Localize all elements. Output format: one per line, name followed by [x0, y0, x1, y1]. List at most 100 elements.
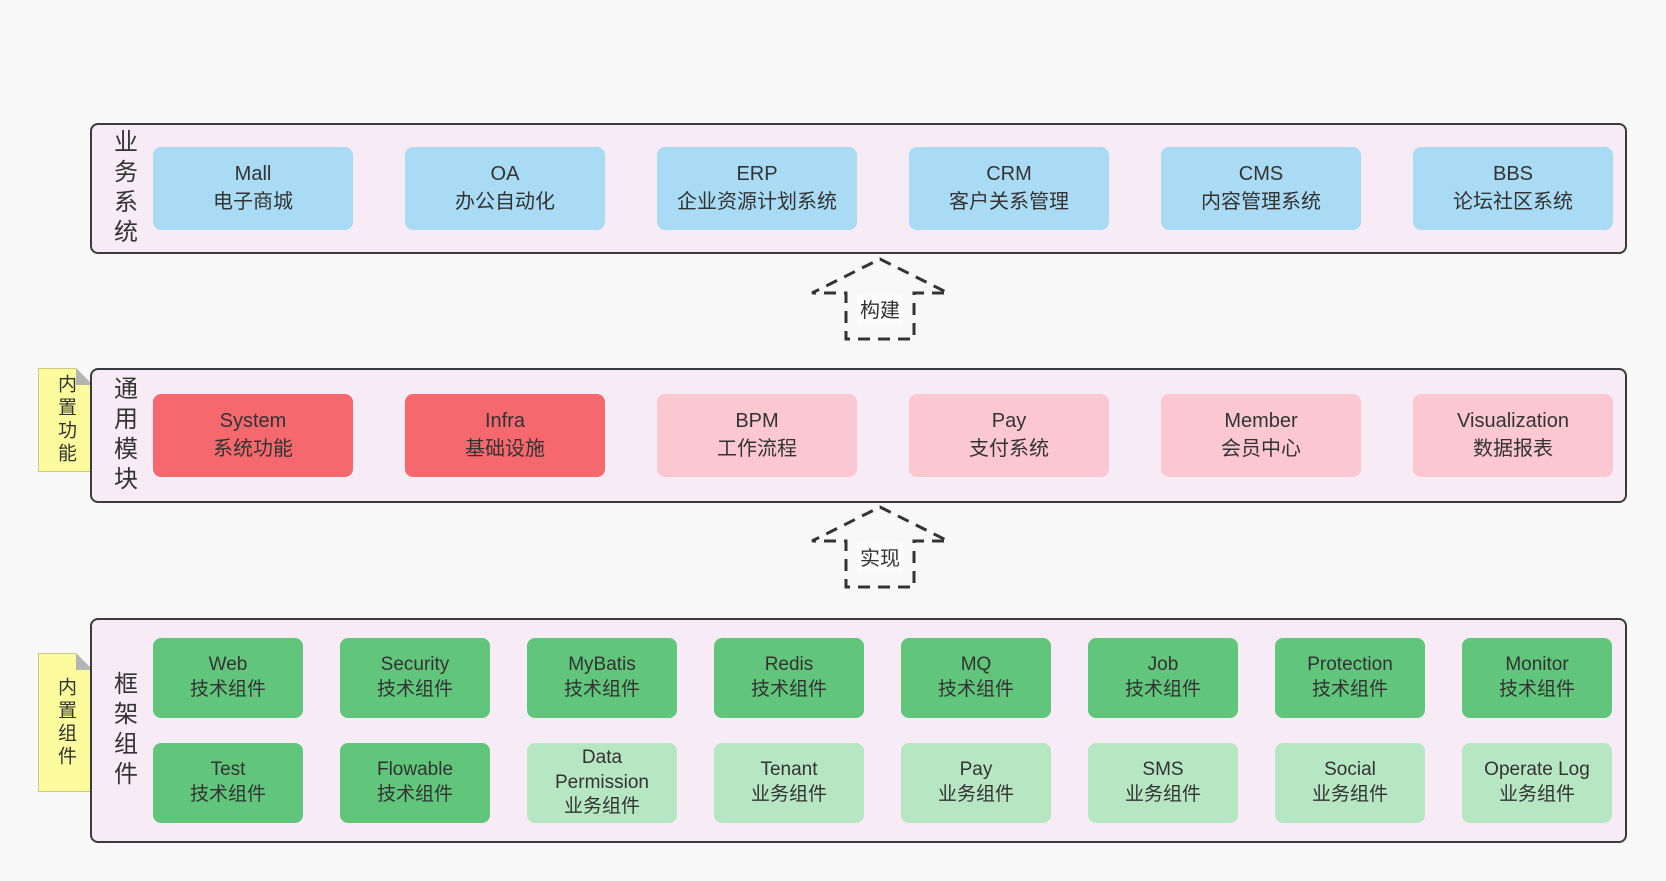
box-subtitle: 技术组件	[937, 679, 1014, 700]
box-redis: Redis 技术组件	[714, 638, 864, 718]
box-security: Security 技术组件	[340, 638, 490, 718]
box-job: Job 技术组件	[1088, 638, 1238, 718]
box-title: Data Permission	[555, 746, 649, 793]
band-label-framework: 框架组件	[92, 671, 153, 791]
box-pay-module: Pay 支付系统	[909, 394, 1109, 477]
box-title: MyBatis	[568, 654, 636, 676]
box-subtitle: 系统功能	[213, 437, 293, 460]
box-title: BPM	[735, 409, 779, 432]
box-subtitle: 支付系统	[969, 437, 1049, 460]
box-sms: SMS 业务组件	[1088, 743, 1238, 823]
box-title: Flowable	[376, 759, 454, 781]
box-title: CRM	[986, 162, 1032, 185]
box-protection: Protection 技术组件	[1275, 638, 1425, 718]
box-title: Mall	[234, 162, 272, 185]
box-subtitle: 内容管理系统	[1201, 190, 1321, 213]
box-title: Test	[210, 759, 246, 781]
box-subtitle: 技术组件	[750, 679, 827, 700]
box-title: Security	[380, 654, 450, 676]
sticky-note-built-in-components: 内置组件	[38, 653, 93, 792]
framework-boxes: Web 技术组件 Security 技术组件 MyBatis 技术组件 Redi…	[153, 638, 1612, 823]
box-title: Web	[208, 654, 248, 676]
box-title: System	[219, 409, 287, 432]
sticky-text: 内置功能	[55, 374, 76, 466]
box-pay-component: Pay 业务组件	[901, 743, 1051, 823]
band-label-text: 通用模块	[109, 375, 137, 496]
box-mq: MQ 技术组件	[901, 638, 1051, 718]
box-title: Protection	[1307, 654, 1393, 676]
box-title: Member	[1224, 409, 1298, 432]
box-data-permission: Data Permission 业务组件	[527, 743, 677, 823]
box-subtitle: 技术组件	[563, 679, 640, 700]
box-subtitle: 技术组件	[376, 679, 453, 700]
box-subtitle: 业务组件	[563, 796, 640, 818]
box-subtitle: 会员中心	[1221, 437, 1301, 460]
box-title: BBS	[1492, 162, 1534, 185]
box-subtitle: 业务组件	[1311, 784, 1388, 805]
band-business-systems: 业务系统 Mall 电子商城 OA 办公自动化 ERP 企业资源计划系统 CRM…	[90, 123, 1627, 254]
up-arrow-icon	[811, 505, 949, 589]
box-social: Social 业务组件	[1275, 743, 1425, 823]
box-crm: CRM 客户关系管理	[909, 147, 1109, 230]
box-subtitle: 业务组件	[1124, 784, 1201, 805]
box-title: Visualization	[1457, 409, 1569, 432]
box-visualization: Visualization 数据报表	[1413, 394, 1613, 477]
band-label-modules: 通用模块	[92, 376, 153, 496]
implement-arrow: 实现	[810, 505, 950, 589]
box-system: System 系统功能	[153, 394, 353, 477]
box-subtitle: 电子商城	[213, 190, 293, 213]
sticky-note-built-in-features: 内置功能	[38, 368, 93, 472]
module-boxes: System 系统功能 Infra 基础设施 BPM 工作流程 Pay 支付系统…	[153, 394, 1625, 477]
band-framework-components: 框架组件 Web 技术组件 Security 技术组件 MyBatis 技术组件…	[90, 618, 1627, 843]
box-title: Social	[1324, 759, 1376, 781]
box-bbs: BBS 论坛社区系统	[1413, 147, 1613, 230]
box-infra: Infra 基础设施	[405, 394, 605, 477]
box-bpm: BPM 工作流程	[657, 394, 857, 477]
up-arrow-icon	[811, 257, 949, 341]
box-mall: Mall 电子商城	[153, 147, 353, 230]
box-title: Job	[1147, 654, 1179, 676]
box-web: Web 技术组件	[153, 638, 303, 718]
box-subtitle: 技术组件	[189, 679, 266, 700]
sticky-text: 内置组件	[55, 676, 76, 769]
band-label-text: 框架组件	[109, 670, 137, 791]
box-subtitle: 基础设施	[465, 437, 545, 460]
band-common-modules: 通用模块 System 系统功能 Infra 基础设施 BPM 工作流程 Pay…	[90, 368, 1627, 503]
implement-arrow-label: 实现	[857, 542, 903, 571]
box-subtitle: 技术组件	[1498, 679, 1575, 700]
box-cms: CMS 内容管理系统	[1161, 147, 1361, 230]
box-title: Infra	[484, 409, 526, 432]
business-boxes: Mall 电子商城 OA 办公自动化 ERP 企业资源计划系统 CRM 客户关系…	[153, 147, 1625, 230]
box-operate-log: Operate Log 业务组件	[1462, 743, 1612, 823]
box-title: Tenant	[760, 759, 818, 781]
box-title: Pay	[959, 759, 993, 781]
box-title: SMS	[1142, 759, 1184, 781]
box-tenant: Tenant 业务组件	[714, 743, 864, 823]
box-title: Operate Log	[1484, 759, 1590, 781]
box-subtitle: 技术组件	[189, 784, 266, 805]
box-subtitle: 论坛社区系统	[1453, 190, 1573, 213]
band-label-business: 业务系统	[92, 129, 153, 249]
box-subtitle: 业务组件	[1498, 784, 1575, 805]
box-title: Pay	[991, 409, 1027, 432]
box-title: CMS	[1238, 162, 1284, 185]
box-title: Redis	[764, 654, 814, 676]
build-arrow-label: 构建	[857, 294, 903, 323]
box-subtitle: 技术组件	[1124, 679, 1201, 700]
box-subtitle: 业务组件	[937, 784, 1014, 805]
box-mybatis: MyBatis 技术组件	[527, 638, 677, 718]
box-member: Member 会员中心	[1161, 394, 1361, 477]
box-subtitle: 企业资源计划系统	[677, 190, 837, 213]
box-subtitle: 业务组件	[750, 784, 827, 805]
box-subtitle: 客户关系管理	[949, 190, 1069, 213]
box-flowable: Flowable 技术组件	[340, 743, 490, 823]
box-subtitle: 工作流程	[717, 437, 797, 460]
box-subtitle: 办公自动化	[455, 190, 555, 213]
box-test: Test 技术组件	[153, 743, 303, 823]
box-subtitle: 技术组件	[376, 784, 453, 805]
box-title: OA	[490, 162, 520, 185]
box-monitor: Monitor 技术组件	[1462, 638, 1612, 718]
box-title: ERP	[736, 162, 778, 185]
band-label-text: 业务系统	[109, 128, 137, 249]
